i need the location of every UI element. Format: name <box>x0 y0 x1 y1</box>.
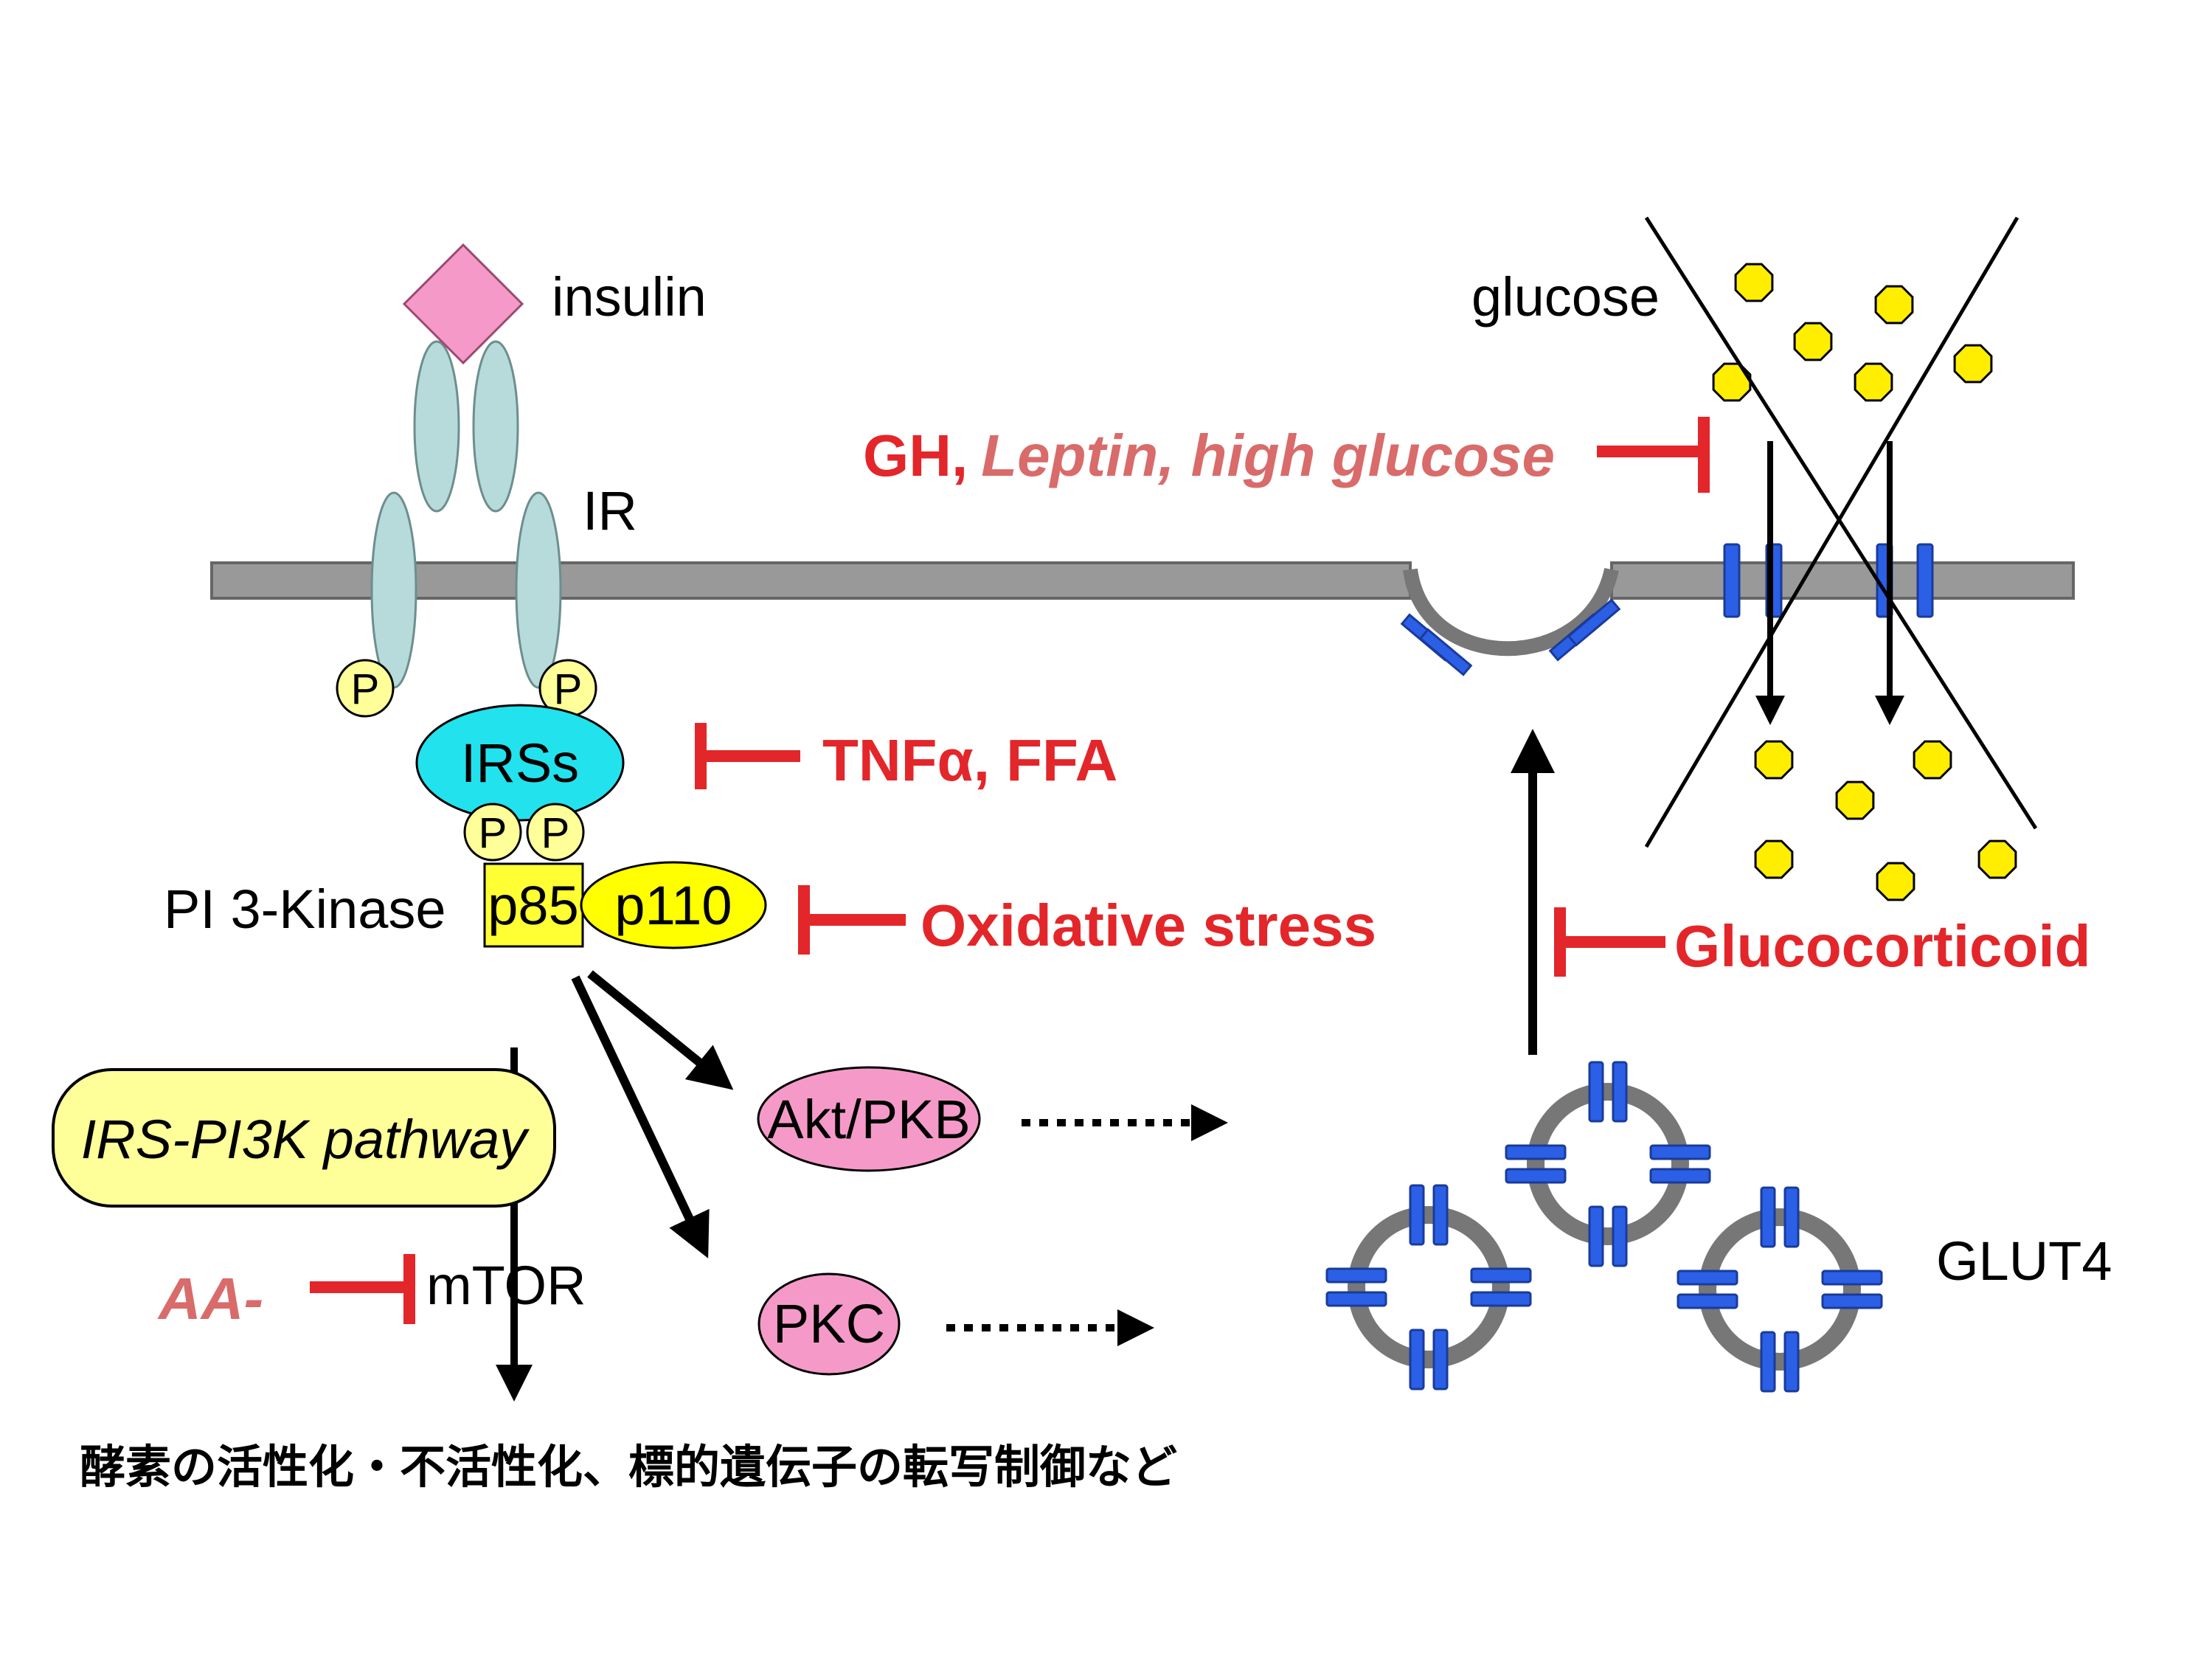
glut4-vesicle <box>1505 1061 1711 1267</box>
glut4-transporter <box>1783 1186 1800 1248</box>
glucose-molecule <box>1754 740 1794 780</box>
glut4-transporter <box>1325 1267 1387 1284</box>
glut4-transporter <box>1409 1329 1425 1390</box>
akt-pkb-label: Akt/PKB <box>767 1089 971 1150</box>
ir-alpha-subunit-right <box>472 340 519 513</box>
pi3k-label: PI 3-Kinase <box>164 879 446 940</box>
irs-pi3k-pathway-box <box>52 1068 556 1208</box>
inhibitor-oxidative-stress <box>798 885 906 955</box>
inhibitor-glucocorticoid <box>1554 907 1665 977</box>
ir-beta-subunit-right <box>515 491 562 689</box>
glucose-molecule <box>1754 839 1794 879</box>
phospho-ir-right-label: P <box>554 665 583 713</box>
glut4-transporter <box>1612 1205 1628 1267</box>
glut4-vesicle <box>1325 1184 1532 1390</box>
membrane-invagination <box>1403 567 1619 657</box>
p110-subunit <box>580 861 767 949</box>
glut4-transporter <box>1783 1331 1800 1393</box>
glut4-transporter <box>1325 1291 1387 1307</box>
ir-beta-subunit-left <box>370 491 417 689</box>
phospho-irs-right <box>526 803 585 862</box>
aa-label: AA- <box>157 1266 263 1331</box>
glucose-molecule <box>1953 344 1993 384</box>
p85-label: p85 <box>488 875 578 936</box>
ir-label: IR <box>583 480 637 541</box>
tnf-ffa-label: TNFα, FFA <box>822 727 1117 793</box>
inhibitor-gh-leptin <box>1597 417 1710 493</box>
glut4-transporter <box>1677 1270 1738 1286</box>
glut4-vesicle <box>1677 1186 1883 1393</box>
glut4-transporter <box>1505 1168 1567 1184</box>
phospho-irs-left <box>463 803 522 862</box>
cross-out-line-1 <box>1644 216 2038 830</box>
glucose-molecule <box>1835 780 1875 820</box>
glut4-transporter <box>1612 1061 1628 1123</box>
vesicle-membrane <box>1699 1208 1861 1371</box>
vesicle-membrane <box>1527 1083 1689 1245</box>
downstream-effects-text: 酵素の活性化・不活性化、標的遺伝子の転写制御など <box>80 1440 1177 1494</box>
vesicle-membrane <box>1348 1206 1510 1368</box>
glucose-molecule <box>1874 285 1914 325</box>
phospho-irs-left-label: P <box>479 809 507 857</box>
akt-pkb-node <box>757 1066 981 1172</box>
glut4-transporter <box>1677 1293 1738 1309</box>
inhibitor-aa <box>310 1254 415 1324</box>
oxidative-stress-label: Oxidative stress <box>920 893 1376 958</box>
pkc-label: PKC <box>773 1293 885 1354</box>
leptin-high-glucose-text: Leptin, high glucose <box>981 423 1555 488</box>
gh-label: GH,Leptin, high glucose <box>863 423 1555 488</box>
glut4-transporter <box>1470 1267 1532 1284</box>
cross-out-line-2 <box>1644 216 2019 848</box>
mtor-label: mTOR <box>426 1255 586 1316</box>
irss-label: IRSs <box>461 732 579 794</box>
phospho-irs-right-label: P <box>541 809 570 857</box>
glucocorticoid-label: Glucocorticoid <box>1674 913 2091 979</box>
glucose-molecules <box>1712 263 2017 901</box>
glucose-molecule <box>1876 862 1915 901</box>
glut4-transporter <box>1649 1144 1711 1160</box>
glut4-vesicles <box>1325 1061 1883 1393</box>
glut4-transporter <box>1821 1270 1883 1286</box>
glut4-transporter <box>1760 1186 1776 1248</box>
insulin-label: insulin <box>552 266 707 328</box>
glut4-transporter <box>1588 1061 1604 1123</box>
p85-subunit <box>483 862 584 948</box>
p110-label: p110 <box>614 875 732 936</box>
glucose-molecule <box>1793 322 1833 361</box>
glut4-transporter <box>1916 543 1934 618</box>
invagination-glut4-left <box>1400 613 1473 676</box>
glut4-transporter <box>1649 1168 1711 1184</box>
glut4-transporter <box>1723 543 1741 618</box>
glut4-transporter <box>1760 1331 1776 1393</box>
glut4-transporter <box>1588 1205 1604 1267</box>
arrow-to-pkc <box>571 975 710 1258</box>
glut4-label: GLUT4 <box>1936 1230 2112 1292</box>
glut4-transporter <box>1505 1144 1567 1160</box>
inhibitor-tnf-ffa <box>695 723 800 789</box>
irs-pi3k-pathway-label: IRS-PI3K pathway <box>81 1109 530 1170</box>
cell-membrane-right <box>1610 561 2075 600</box>
glut4-transporter <box>1821 1293 1883 1309</box>
glut4-transporter <box>1432 1329 1449 1390</box>
pkc-node <box>757 1272 901 1376</box>
irss-node <box>415 704 625 822</box>
ir-alpha-subunit-left <box>413 340 460 513</box>
insulin-ligand <box>402 243 524 365</box>
invagination-glut4-right <box>1548 598 1621 662</box>
glucose-molecule <box>1712 362 1752 402</box>
glut4-transporter <box>1432 1184 1449 1246</box>
glut4-transporter <box>1470 1291 1532 1307</box>
glucose-molecule <box>1913 740 1952 780</box>
gh-text: GH, <box>863 423 968 488</box>
phospho-ir-left-label: P <box>351 665 380 713</box>
glut4-transporter <box>1409 1184 1425 1246</box>
phospho-ir-left <box>336 659 395 718</box>
glucose-molecule <box>1734 263 1774 302</box>
arrow-to-akt <box>587 970 734 1090</box>
glucose-molecule <box>1977 839 2017 879</box>
glucose-label: glucose <box>1471 266 1660 328</box>
glucose-molecule <box>1854 362 1893 402</box>
